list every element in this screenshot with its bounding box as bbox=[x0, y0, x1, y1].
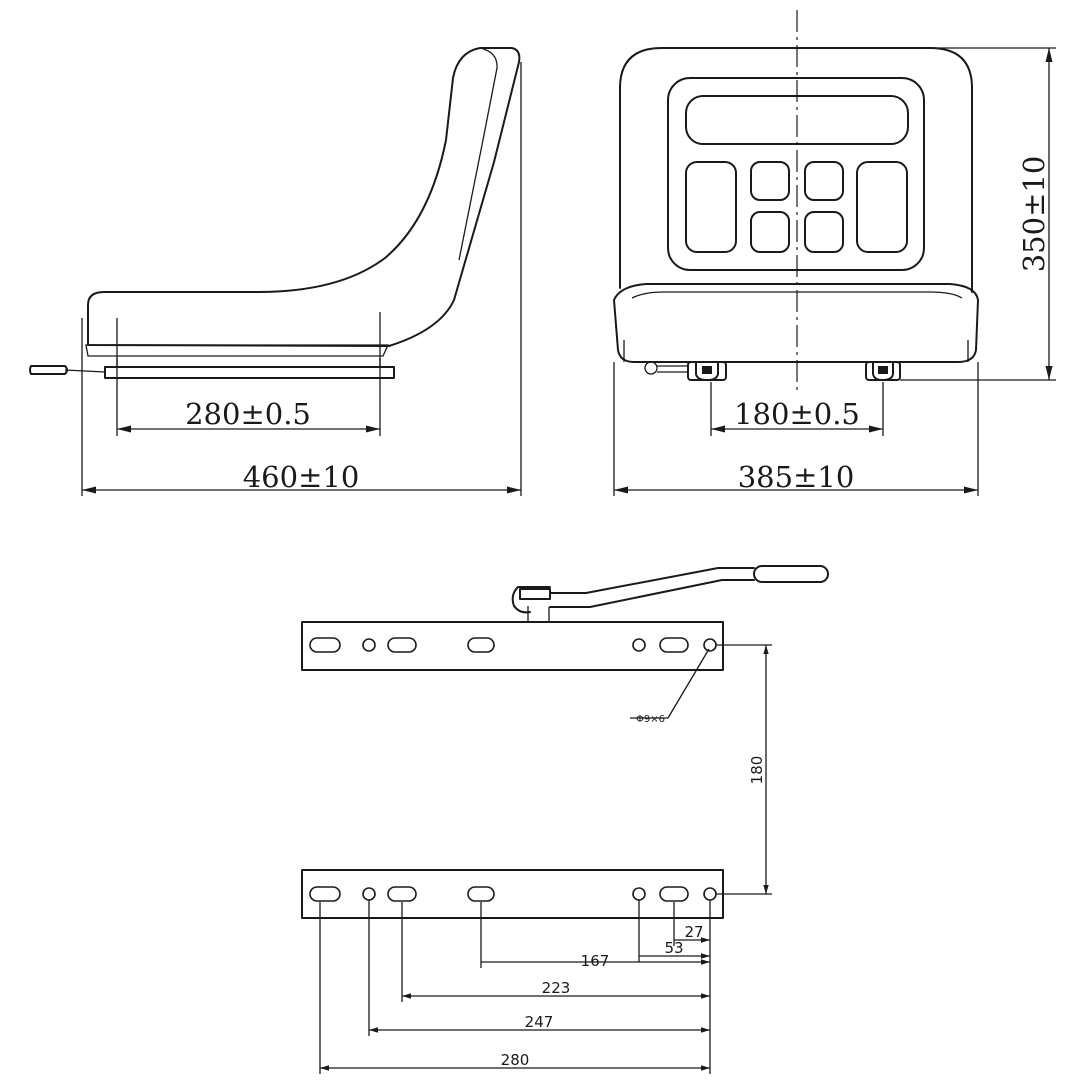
dim-label-167: 167 bbox=[581, 952, 610, 970]
adjust-lever-front bbox=[644, 361, 688, 375]
seat-front-profile bbox=[613, 47, 979, 363]
round-hole bbox=[632, 638, 646, 652]
rail-bracket-left bbox=[687, 361, 727, 381]
front-view: 180±0.5 385±10 350±10 bbox=[613, 10, 1056, 496]
dim-label-53: 53 bbox=[664, 939, 683, 957]
dim-label-280: 280 bbox=[501, 1051, 530, 1069]
round-hole bbox=[362, 638, 376, 652]
slot-hole bbox=[309, 637, 341, 653]
slot-hole bbox=[309, 886, 341, 902]
dim-slide-spacing: 280±0.5 bbox=[116, 312, 381, 436]
dim-label-180-rail: 180±0.5 bbox=[734, 397, 860, 431]
side-view: 280±0.5 460±10 bbox=[29, 47, 522, 496]
seat-side-profile bbox=[85, 47, 521, 379]
dim-label-385: 385±10 bbox=[738, 460, 855, 494]
dim-label-280-slide: 280±0.5 bbox=[185, 397, 311, 431]
dim-rail-distance: 180 bbox=[716, 644, 772, 895]
dim-label-460: 460±10 bbox=[243, 460, 360, 494]
dim-overall-height: 350±10 bbox=[900, 47, 1056, 381]
dim-label-247: 247 bbox=[525, 1013, 554, 1031]
dim-overall-depth: 460±10 bbox=[81, 62, 522, 496]
round-hole bbox=[632, 887, 646, 901]
bottom-rail bbox=[301, 869, 724, 919]
rail-bracket-right bbox=[865, 361, 901, 381]
rail-detail: Φ9×6 180 27 bbox=[301, 565, 829, 1074]
adjust-lever-side bbox=[29, 365, 106, 375]
top-rail bbox=[301, 621, 724, 671]
round-hole bbox=[703, 638, 717, 652]
slot-hole bbox=[387, 637, 417, 653]
slot-hole bbox=[467, 886, 495, 902]
dim-label-223: 223 bbox=[542, 979, 571, 997]
hole-callout-text: Φ9×6 bbox=[636, 714, 665, 725]
dim-label-27: 27 bbox=[684, 923, 703, 941]
slot-hole bbox=[467, 637, 495, 653]
slot-hole bbox=[659, 886, 689, 902]
round-hole bbox=[362, 887, 376, 901]
dim-overall-width: 385±10 bbox=[613, 362, 979, 496]
slot-hole bbox=[659, 637, 689, 653]
hole-callout: Φ9×6 bbox=[630, 648, 710, 725]
dim-rail-spacing: 180±0.5 bbox=[710, 382, 884, 436]
lever-handle bbox=[511, 565, 829, 622]
round-hole bbox=[703, 887, 717, 901]
dim-label-180: 180 bbox=[748, 756, 766, 785]
slot-hole bbox=[387, 886, 417, 902]
dim-label-350: 350±10 bbox=[1017, 156, 1051, 273]
bottom-dimensions: 27 53 167 223 247 280 bbox=[319, 900, 711, 1074]
